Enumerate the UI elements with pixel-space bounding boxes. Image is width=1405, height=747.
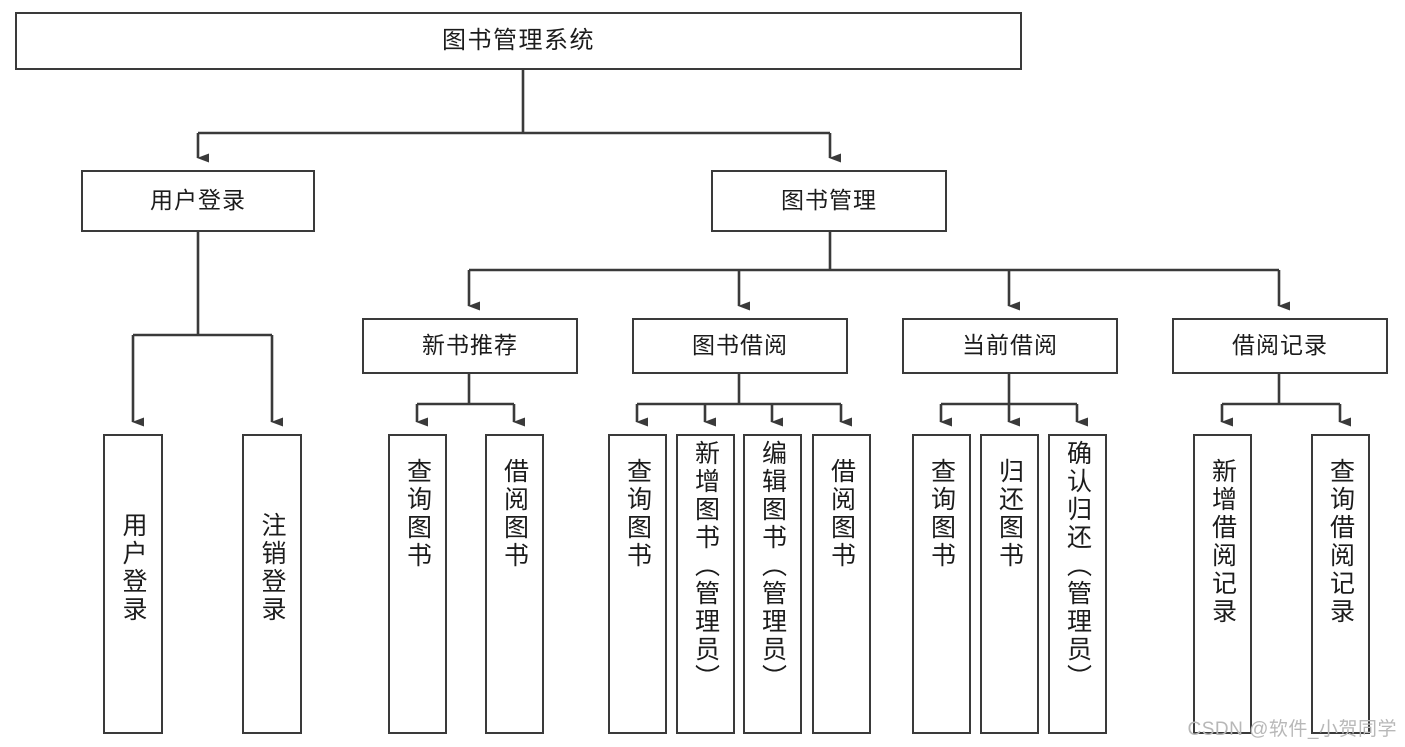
leaf-label: 新增借阅记录: [1208, 458, 1237, 626]
leaf-label: 借阅图书: [500, 458, 529, 570]
leaf-label: 查询图书: [623, 458, 652, 570]
leaf-user-login-logout[interactable]: 注销登录: [242, 434, 302, 734]
node-new-book-recommend[interactable]: 新书推荐: [362, 318, 578, 374]
node-user-login[interactable]: 用户登录: [81, 170, 315, 232]
node-root-system[interactable]: 图书管理系统: [15, 12, 1022, 70]
leaf-label: 编辑图书（管理员）: [758, 440, 787, 692]
leaf-book-borrow-edit[interactable]: 编辑图书（管理员）: [743, 434, 802, 734]
node-book-management[interactable]: 图书管理: [711, 170, 947, 232]
leaf-label: 查询图书: [927, 458, 956, 570]
leaf-label: 确认归还（管理员）: [1063, 440, 1092, 692]
watermark-text: CSDN @软件_小贺同学: [1187, 719, 1397, 740]
leaf-user-login-login[interactable]: 用户登录: [103, 434, 163, 734]
node-current-borrow[interactable]: 当前借阅: [902, 318, 1118, 374]
leaf-label: 借阅图书: [827, 458, 856, 570]
leaf-current-borrow-confirm[interactable]: 确认归还（管理员）: [1048, 434, 1107, 734]
leaf-new-book-query[interactable]: 查询图书: [388, 434, 447, 734]
leaf-book-borrow-borrow[interactable]: 借阅图书: [812, 434, 871, 734]
leaf-borrow-record-add[interactable]: 新增借阅记录: [1193, 434, 1252, 734]
leaf-label: 查询图书: [403, 458, 432, 570]
leaf-borrow-record-query[interactable]: 查询借阅记录: [1311, 434, 1370, 734]
leaf-current-borrow-return[interactable]: 归还图书: [980, 434, 1039, 734]
node-borrow-record[interactable]: 借阅记录: [1172, 318, 1388, 374]
node-book-borrow[interactable]: 图书借阅: [632, 318, 848, 374]
leaf-book-borrow-query[interactable]: 查询图书: [608, 434, 667, 734]
leaf-label: 注销登录: [258, 512, 286, 624]
leaf-label: 用户登录: [119, 512, 147, 624]
leaf-label: 新增图书（管理员）: [691, 440, 720, 692]
leaf-label: 归还图书: [995, 458, 1024, 570]
leaf-current-borrow-query[interactable]: 查询图书: [912, 434, 971, 734]
leaf-new-book-borrow[interactable]: 借阅图书: [485, 434, 544, 734]
leaf-label: 查询借阅记录: [1326, 458, 1355, 626]
leaf-book-borrow-add[interactable]: 新增图书（管理员）: [676, 434, 735, 734]
